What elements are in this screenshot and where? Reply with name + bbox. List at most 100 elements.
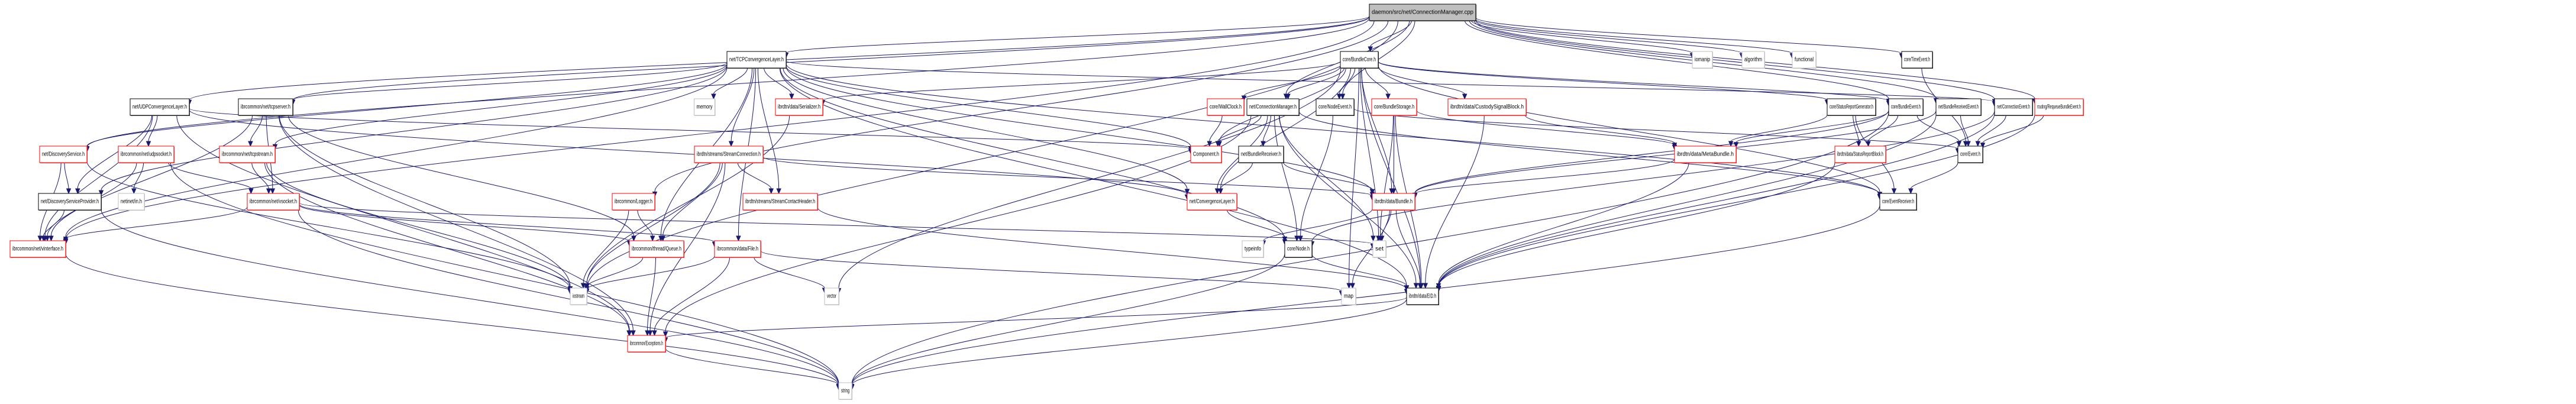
node-label: core/Node.h — [1287, 246, 1310, 253]
edge-tcpcl-to-discoveryprovider — [101, 66, 728, 191]
edge-file-to-vector — [754, 257, 825, 289]
node-statusreportgen[interactable]: core/StatusReportGenerator.h — [1827, 98, 1876, 116]
node-box — [1827, 98, 1876, 116]
edge-tcpcl-to-vinterface — [65, 67, 728, 237]
node-wallclock[interactable]: core/WallClock.h — [1207, 98, 1245, 116]
edge-serializer-to-iostream — [586, 115, 790, 285]
arrowhead-icon — [645, 330, 650, 337]
arrowhead-icon — [776, 188, 781, 195]
node-box — [1741, 51, 1765, 69]
node-box — [1187, 193, 1237, 211]
node-custodysignal[interactable]: ibrdtn/data/CustodySignalBlock.h — [1447, 98, 1527, 116]
node-nodeevent[interactable]: core/NodeEvent.h — [1316, 98, 1355, 116]
node-component[interactable]: Component.h — [1190, 146, 1222, 163]
arrowhead-icon — [1214, 188, 1220, 195]
node-discoveryservice[interactable]: net/DiscoveryService.h — [39, 146, 88, 163]
node-box — [726, 51, 787, 69]
edge-file-to-map — [760, 250, 1342, 292]
edge-file-to-exceptions — [654, 257, 731, 331]
edge-tcpstream-to-iostream — [266, 162, 571, 289]
node-box — [570, 287, 587, 305]
edge-statusreportblock-to-eid — [1438, 162, 1835, 287]
node-file[interactable]: ibrcommon/data/File.h — [714, 240, 761, 258]
node-timeevent[interactable]: core/TimeEvent.h — [1901, 51, 1933, 69]
arrowhead-icon — [248, 188, 254, 195]
node-vsocket[interactable]: ibrcommon/net/vsocket.h — [247, 193, 300, 211]
edge-bundlereceiver-to-bundle — [1283, 162, 1373, 190]
edge-metabundle-to-bundle — [1414, 159, 1675, 194]
node-requeue[interactable]: routing/RequeueBundleEvent.h — [2034, 98, 2084, 116]
node-convlayer[interactable]: net/ConvergenceLayer.h — [1187, 193, 1237, 211]
node-box — [1284, 240, 1313, 258]
node-label: core/BundleCore.h — [1343, 57, 1376, 63]
node-vinterface[interactable]: ibrcommon/net/vinterface.h — [9, 240, 66, 258]
node-bundleevent[interactable]: core/BundleEvent.h — [1888, 98, 1924, 116]
node-connevent[interactable]: net/ConnectionEvent.h — [1994, 98, 2033, 116]
edge-bundlecore-to-set — [1359, 67, 1379, 237]
node-tcpstream[interactable]: ibrcommon/net/tcpstream.h — [219, 146, 276, 163]
node-label: core/WallClock.h — [1210, 104, 1242, 111]
node-bundlecore[interactable]: core/BundleCore.h — [1340, 51, 1379, 69]
edge-bundlecore-to-eventreceiver — [1378, 64, 1880, 192]
node-root[interactable]: daemon/src/net/ConnectionManager.cpp — [1369, 4, 1476, 21]
node-bundlerecvevent[interactable]: net/BundleReceivedEvent.h — [1935, 98, 1982, 116]
arrowhead-icon — [1207, 141, 1213, 147]
node-tcpcl[interactable]: net/TCPConvergenceLayer.h — [726, 51, 787, 69]
node-label: Component.h — [1193, 151, 1219, 158]
arrowhead-icon — [649, 235, 655, 242]
node-udpsocket[interactable]: ibrcommon/net/udpsocket.h — [118, 146, 174, 163]
edge-root-to-logger — [654, 20, 1389, 192]
node-queue[interactable]: ibrcommon/thread/Queue.h — [629, 240, 684, 258]
node-bundle[interactable]: ibrdtn/data/Bundle.h — [1372, 193, 1415, 211]
edge-bundleevent-to-bundle — [1414, 110, 1889, 193]
arrowhead-icon — [1891, 188, 1897, 195]
node-label: core/Event.h — [1960, 151, 1980, 158]
node-label: daemon/src/net/ConnectionManager.cpp — [1372, 9, 1473, 16]
node-exceptions[interactable]: ibrcommon/Exceptions.h — [627, 335, 666, 353]
edge-streamconn-to-bundle — [762, 156, 1373, 196]
node-label: ibrdtn/data/CustodySignalBlock.h — [1450, 104, 1524, 111]
node-bundlereceiver[interactable]: net/BundleReceiver.h — [1238, 146, 1284, 163]
node-box — [1935, 98, 1982, 116]
node-label: map — [1344, 293, 1353, 300]
node-bundlestorage[interactable]: core/BundleStorage.h — [1371, 98, 1417, 116]
edge-root-to-tcpcl — [786, 15, 1370, 53]
node-box — [694, 98, 715, 116]
node-box — [1372, 240, 1386, 258]
edge-bundlestorage-to-set — [1379, 115, 1394, 237]
node-node[interactable]: core/Node.h — [1284, 240, 1313, 258]
node-event[interactable]: core/Event.h — [1957, 146, 1983, 163]
edge-vsocket-to-string — [298, 209, 839, 384]
node-label: ibrdtn/data/Serializer.h — [778, 104, 820, 111]
node-eid[interactable]: ibrdtn/data/EID.h — [1406, 287, 1439, 305]
node-box — [1957, 146, 1983, 163]
edge-udpsocket-to-string — [170, 162, 839, 384]
node-streamconn[interactable]: ibrdtn/streams/StreamConnection.h — [694, 146, 764, 163]
node-connmgr_h[interactable]: net/ConnectionManager.h — [1246, 98, 1300, 116]
edge-root-to-bundlecore — [1370, 20, 1412, 47]
edge-logger-to-queue — [637, 209, 653, 237]
node-box — [694, 146, 764, 163]
arrowhead-icon — [1423, 283, 1428, 289]
node-metabundle[interactable]: ibrdtn/data/MetaBundle.h — [1674, 146, 1737, 163]
node-label: core/NodeEvent.h — [1318, 104, 1352, 111]
edge-tcpserver-to-vinterface — [50, 115, 253, 237]
edge-layer — [37, 15, 2044, 391]
node-streamcontact[interactable]: ibrdtn/streams/StreamContactHeader.h — [742, 193, 818, 211]
node-box — [2034, 98, 2084, 116]
node-eventreceiver[interactable]: core/EventReceiver.h — [1879, 193, 1917, 211]
edge-tcpserver-to-iostream — [279, 115, 571, 287]
edge-tcpcl-to-convlayer — [783, 67, 1188, 189]
edge-tcpserver-to-exceptions — [279, 115, 634, 331]
arrowhead-icon — [580, 283, 586, 289]
node-discoveryprovider[interactable]: net/DiscoveryServiceProvider.h — [38, 193, 102, 211]
node-box — [1242, 240, 1264, 258]
arrowhead-icon — [98, 190, 104, 196]
node-serializer[interactable]: ibrdtn/data/Serializer.h — [775, 98, 823, 116]
node-logger[interactable]: ibrcommon/Logger.h — [612, 193, 655, 211]
edge-tcpcl-to-discoveryservice — [86, 63, 728, 147]
node-tcpserver[interactable]: ibrcommon/net/tcpserver.h — [238, 98, 293, 116]
node-udpcl[interactable]: net/UDPConvergenceLayer.h — [130, 98, 190, 116]
node-statusreportblock[interactable]: ibrdtn/data/StatusReportBlock.h — [1834, 146, 1886, 163]
edge-tcpcl-to-memory — [713, 67, 748, 95]
